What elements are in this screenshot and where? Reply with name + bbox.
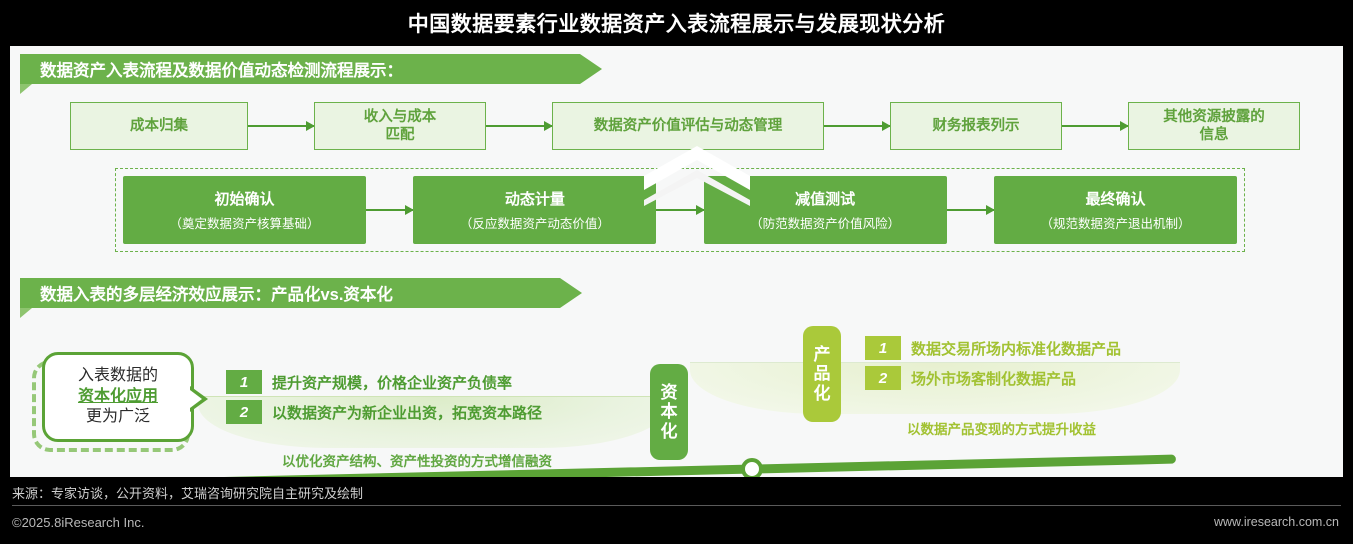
- scale-pivot-circle-icon: [741, 458, 763, 477]
- item-number-badge: 2: [865, 366, 901, 390]
- item-label: 提升资产规模，价格企业资产负债率: [272, 374, 513, 392]
- stage-title: 减值测试: [795, 191, 856, 208]
- stage-subtitle: （奠定数据资产核算基础）: [169, 217, 320, 231]
- list-item[interactable]: 2 场外市场客制化数据产品: [865, 366, 1121, 390]
- pill-char-1: 资: [660, 383, 678, 403]
- stage-box-impairment-test[interactable]: 减值测试 （防范数据资产价值风险）: [703, 176, 947, 244]
- list-item[interactable]: 1 提升资产规模，价格企业资产负债率: [226, 370, 542, 394]
- pill-label-productization: 产 品 化: [803, 326, 841, 422]
- section2-ribbon-header: 数据入表的多层经济效应展示：产品化vs.资本化: [20, 278, 582, 308]
- section1-ribbon-header: 数据资产入表流程及数据价值动态检测流程展示：: [20, 54, 602, 84]
- item-number-badge: 2: [226, 400, 262, 424]
- flow-arrow-3: [824, 120, 891, 131]
- stage-title: 动态计量: [504, 191, 565, 208]
- bubble-line-3: 更为广泛: [85, 408, 150, 426]
- copyright-text: ©2025.8iResearch Inc.: [12, 515, 145, 530]
- stage-arrow-2: [656, 204, 705, 215]
- flow-arrow-2: [486, 120, 553, 131]
- flow-box-revenue-cost-match[interactable]: 收入与成本 匹配: [314, 102, 486, 150]
- flow-row-bottom: 初始确认 （奠定数据资产核算基础） 动态计量 （反应数据资产动态价值） 减值测试…: [123, 176, 1237, 244]
- stage-arrow-3: [946, 204, 996, 215]
- list-item[interactable]: 1 数据交易所场内标准化数据产品: [865, 336, 1121, 360]
- scale-platter-left: [198, 396, 670, 448]
- pill-label-capitalization: 资 本 化: [650, 364, 688, 460]
- section1-ribbon-tail: [20, 84, 32, 94]
- stage-subtitle: （防范数据资产价值风险）: [750, 217, 901, 231]
- bubble-line-2: 资本化应用: [77, 387, 158, 405]
- capitalization-item-list: 1 提升资产规模，价格企业资产负债率 2 以数据资产为新企业出资，拓宽资本路径: [226, 370, 542, 430]
- flow-arrow-4: [1062, 120, 1129, 131]
- scale-platter-right: [690, 362, 1180, 414]
- section2-ribbon-label: 数据入表的多层经济效应展示：产品化vs.资本化: [40, 286, 393, 304]
- website-url[interactable]: www.iresearch.com.cn: [1213, 515, 1339, 529]
- item-label: 以数据资产为新企业出资，拓宽资本路径: [272, 404, 543, 422]
- item-number-badge: 1: [226, 370, 262, 394]
- pill-char-3: 化: [660, 421, 678, 441]
- list-item[interactable]: 2 以数据资产为新企业出资，拓宽资本路径: [226, 400, 542, 424]
- item-label: 数据交易所场内标准化数据产品: [911, 340, 1122, 358]
- stage-arrow-1: [366, 204, 415, 215]
- flow-row-top: 成本归集 收入与成本 匹配 数据资产价值评估与动态管理 财务报表列示 其他资源披…: [70, 102, 1300, 150]
- title-bar: 中国数据要素行业数据资产入表流程展示与发展现状分析: [0, 0, 1353, 46]
- stage-box-dynamic-measurement[interactable]: 动态计量 （反应数据资产动态价值）: [413, 176, 657, 244]
- stage-box-final-recognition[interactable]: 最终确认 （规范数据资产退出机制）: [993, 176, 1237, 244]
- flow-box-other-disclosure[interactable]: 其他资源披露的 信息: [1128, 102, 1300, 150]
- bubble-body: 入表数据的 资本化应用 更为广泛: [42, 352, 194, 442]
- stage-title: 初始确认: [214, 191, 275, 208]
- section2-ribbon-tail: [20, 308, 32, 318]
- stage-subtitle: （反应数据资产动态价值）: [459, 217, 610, 231]
- pill-char-2: 品: [813, 364, 831, 384]
- flow-box-financial-statement[interactable]: 财务报表列示: [890, 102, 1062, 150]
- productization-item-list: 1 数据交易所场内标准化数据产品 2 场外市场客制化数据产品: [865, 336, 1121, 396]
- bubble-line-1: 入表数据的: [77, 366, 158, 384]
- source-text: 来源：专家访谈，公开资料，艾瑞咨询研究院自主研究及绘制: [12, 486, 364, 501]
- bubble-pointer-inner: [190, 390, 202, 408]
- stage-box-initial-recognition[interactable]: 初始确认 （奠定数据资产核算基础）: [123, 176, 366, 244]
- productization-caption: 以数据产品变现的方式提升收益: [907, 422, 1096, 437]
- footer: 来源：专家访谈，公开资料，艾瑞咨询研究院自主研究及绘制 ©2025.8iRese…: [0, 477, 1353, 544]
- flow-arrow-1: [248, 120, 315, 131]
- item-label: 场外市场客制化数据产品: [911, 370, 1077, 388]
- stage-subtitle: （规范数据资产退出机制）: [1040, 217, 1191, 231]
- pill-char-2: 本: [660, 402, 678, 422]
- pill-char-3: 化: [813, 383, 831, 403]
- footer-divider: [12, 505, 1341, 506]
- stage-title: 最终确认: [1085, 191, 1146, 208]
- balance-scale-area: 入表数据的 资本化应用 更为广泛 1 提升资产规模，价格企业资产负债率 2 以数…: [10, 314, 1343, 477]
- page-title: 中国数据要素行业数据资产入表流程展示与发展现状分析: [407, 13, 946, 36]
- section1-ribbon-label: 数据资产入表流程及数据价值动态检测流程展示：: [40, 62, 403, 80]
- callout-bubble: 入表数据的 资本化应用 更为广泛: [32, 352, 208, 452]
- flow-box-valuation-management[interactable]: 数据资产价值评估与动态管理: [552, 102, 824, 150]
- capitalization-caption: 以优化资产结构、资产性投资的方式增信融资: [282, 454, 552, 469]
- item-number-badge: 1: [865, 336, 901, 360]
- main-panel: 数据资产入表流程及数据价值动态检测流程展示： 成本归集 收入与成本 匹配 数据资…: [10, 46, 1343, 477]
- flow-box-cost-collection[interactable]: 成本归集: [70, 102, 248, 150]
- pill-char-1: 产: [813, 345, 831, 365]
